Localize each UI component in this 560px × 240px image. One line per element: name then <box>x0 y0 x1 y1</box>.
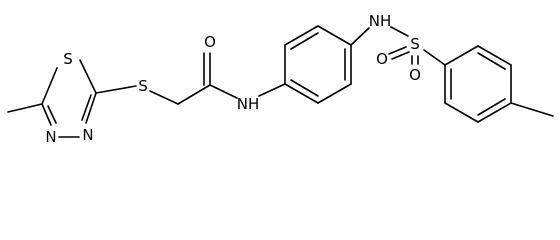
bond-ring2-e <box>444 102 479 123</box>
bond-s1-c2 <box>79 59 97 94</box>
bond-s-tolyl <box>423 49 446 66</box>
bond-layer <box>7 25 554 138</box>
bond-n4-c5-double <box>47 105 57 124</box>
bond-tolyl-methyl <box>510 102 554 117</box>
bond-ring1-e <box>317 83 352 104</box>
atom-label-n-thiadiazole-a: N <box>82 126 93 144</box>
bond-ring1-f <box>284 83 319 104</box>
bond-nh-s <box>390 26 409 37</box>
bond-ring2-d <box>477 102 512 123</box>
bond-ring1-inner-a <box>290 32 319 50</box>
bond-ring1-c <box>317 25 352 46</box>
bond-n4-c5 <box>41 103 52 126</box>
bond-ring2-inner-b <box>477 98 506 116</box>
bond-ring1-b <box>284 25 319 46</box>
atom-label-s-thiadiazole: S <box>63 50 73 68</box>
bond-c2-s-thioether <box>95 85 137 94</box>
bond-nh-phenyl <box>258 83 286 97</box>
structure-canvas: S N N S O NH NH S O O <box>7 12 554 146</box>
atom-label-s-sulfonyl: S <box>410 35 420 53</box>
bond-s-ch2 <box>149 90 179 105</box>
bond-ring2-inner-a <box>477 52 506 70</box>
atom-label-nh-sulfonamide: NH <box>369 12 392 30</box>
bond-ch2-carbonyl <box>177 84 211 105</box>
bond-c2-n3-double <box>81 94 92 121</box>
bond-ring2-a <box>444 45 479 66</box>
bond-phenyl-nh <box>350 27 370 46</box>
bond-ring1-inner-c <box>290 79 319 97</box>
bond-s-o-left-double <box>391 51 410 60</box>
atom-label-layer: S N N S O NH NH S O O <box>45 12 421 146</box>
bond-ring2-b <box>477 45 512 66</box>
atom-label-n-thiadiazole-b: N <box>45 128 56 146</box>
atom-label-o-sulfonyl-bottom: O <box>409 66 421 84</box>
bond-s-o-left <box>388 46 407 55</box>
bond-carbonyl-nh <box>209 84 238 99</box>
bond-methyl-thiadiazole <box>7 103 43 113</box>
molecule-drawing: S N N S O NH NH S O O <box>7 12 554 146</box>
bond-c2-n3 <box>85 92 97 124</box>
atom-label-s-thioether: S <box>138 77 148 95</box>
atom-label-nh-amide: NH <box>237 95 260 113</box>
atom-label-o-carbonyl: O <box>204 33 216 51</box>
bond-c5-s1 <box>41 67 58 105</box>
atom-label-o-sulfonyl-left: O <box>376 50 388 68</box>
